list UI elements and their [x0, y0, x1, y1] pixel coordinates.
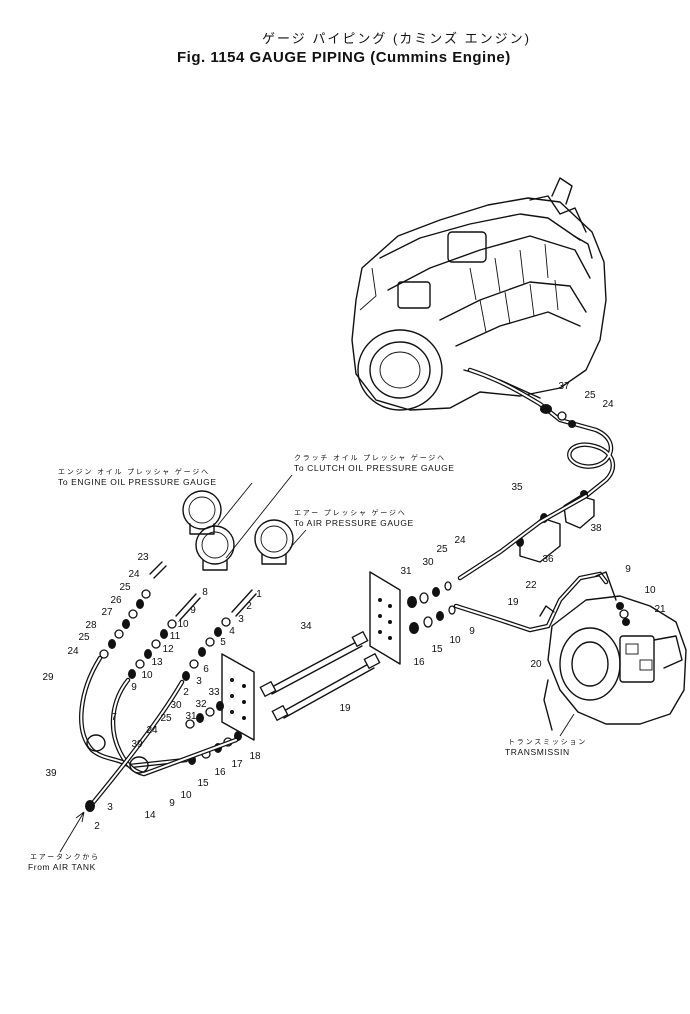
part-callout-8: 8 — [202, 587, 208, 598]
part-callout-17: 17 — [231, 759, 243, 770]
part-callout-19: 19 — [507, 597, 519, 608]
part-callout-2: 2 — [246, 601, 252, 612]
engine-oil-pipe — [467, 367, 615, 499]
left-fitting-stacks — [99, 561, 257, 681]
part-callout-15: 15 — [431, 644, 443, 655]
part-callout-9: 9 — [190, 605, 196, 616]
part-callout-33: 33 — [208, 687, 220, 698]
air-pressure-label-jp: エアー プレッシャ ゲージへ — [294, 508, 407, 517]
part-callout-39: 39 — [131, 739, 143, 750]
engine-oil-label: To ENGINE OIL PRESSURE GAUGE — [58, 477, 217, 487]
part-callout-24: 24 — [146, 725, 158, 736]
engine-drawing — [351, 177, 607, 411]
part-callout-37: 37 — [558, 381, 570, 392]
part-callout-18: 18 — [249, 751, 261, 762]
part-callout-25: 25 — [436, 544, 448, 555]
air-pressure-label: To AIR PRESSURE GAUGE — [294, 518, 414, 528]
part-callout-31: 31 — [185, 711, 197, 722]
part-callout-19: 19 — [339, 703, 351, 714]
part-callout-25: 25 — [78, 632, 90, 643]
part-callout-7: 7 — [111, 712, 117, 723]
transmission-leader — [559, 713, 575, 737]
part-callout-20: 20 — [530, 659, 542, 670]
clutch-oil-label-jp: クラッチ オイル プレッシャ ゲージへ — [294, 453, 446, 462]
air-tank-label-jp: エアータンクから — [30, 852, 100, 861]
air-pressure-leader — [289, 529, 307, 549]
part-callout-26: 26 — [110, 595, 122, 606]
part-callout-25: 25 — [584, 390, 596, 401]
engine-oil-label-jp: エンジン オイル プレッシャ ゲージへ — [58, 467, 210, 476]
part-callout-38: 38 — [590, 523, 602, 534]
part-callout-2: 2 — [183, 687, 189, 698]
air-tank-label: From AIR TANK — [28, 862, 96, 872]
part-callout-10: 10 — [644, 585, 656, 596]
clutch-oil-leader — [225, 474, 293, 559]
part-callout-2: 2 — [94, 821, 100, 832]
part-callout-23: 23 — [137, 552, 149, 563]
part-callout-11: 11 — [170, 631, 181, 642]
part-callout-30: 30 — [422, 557, 434, 568]
part-callout-28: 28 — [85, 620, 97, 631]
part-callout-36: 36 — [542, 554, 554, 565]
part-callout-24: 24 — [602, 399, 614, 410]
part-callout-13: 13 — [151, 657, 163, 668]
part-callout-15: 15 — [197, 778, 209, 789]
part-callout-10: 10 — [177, 619, 189, 630]
part-callout-10: 10 — [449, 635, 461, 646]
part-callout-21: 21 — [654, 604, 666, 615]
air-tank-arrow — [59, 811, 85, 853]
part-callout-29: 29 — [42, 672, 54, 683]
transmission-drawing — [543, 571, 687, 731]
pipe-bracket — [457, 490, 595, 581]
part-callout-22: 22 — [525, 580, 537, 591]
part-callout-12: 12 — [162, 644, 174, 655]
figure-title: Fig. 1154 GAUGE PIPING (Cummins Engine) — [177, 49, 511, 66]
long-pipes — [79, 655, 239, 812]
clutch-oil-label: To CLUTCH OIL PRESSURE GAUGE — [294, 463, 455, 473]
part-callout-3: 3 — [107, 802, 113, 813]
part-callout-16: 16 — [413, 657, 425, 668]
part-callout-24: 24 — [454, 535, 466, 546]
part-callout-25: 25 — [119, 582, 131, 593]
part-callout-10: 10 — [180, 790, 192, 801]
part-callout-24: 24 — [128, 569, 140, 580]
part-callout-39: 39 — [45, 768, 57, 779]
part-callout-9: 9 — [469, 626, 475, 637]
part-callout-27: 27 — [101, 607, 113, 618]
mounting-panel-right — [369, 571, 456, 665]
part-callout-9: 9 — [169, 798, 175, 809]
part-callout-25: 25 — [160, 713, 172, 724]
part-callout-3: 3 — [238, 614, 244, 625]
part-callout-35: 35 — [511, 482, 523, 493]
part-callout-24: 24 — [67, 646, 79, 657]
part-callout-32: 32 — [195, 699, 207, 710]
part-callout-3: 3 — [196, 676, 202, 687]
part-callout-9: 9 — [625, 564, 631, 575]
air-pressure-gauge — [254, 519, 294, 565]
title-japanese: ゲージ パイピング (カミンズ エンジン) — [262, 31, 531, 46]
part-callout-4: 4 — [229, 626, 235, 637]
part-callout-16: 16 — [214, 767, 226, 778]
part-callout-1: 1 — [256, 589, 262, 600]
engine-oil-leader — [217, 482, 253, 526]
part-callout-31: 31 — [400, 566, 412, 577]
engine-oil-pressure-gauge — [182, 490, 222, 535]
transmission-label: TRANSMISSIN — [505, 747, 570, 757]
transmission-pipe — [453, 571, 609, 633]
flexible-hoses — [259, 630, 381, 722]
part-callout-14: 14 — [144, 810, 156, 821]
part-callout-30: 30 — [170, 700, 182, 711]
transmission-label-jp: トランスミッション — [508, 738, 587, 746]
part-callout-6: 6 — [203, 664, 209, 675]
part-callout-34: 34 — [300, 621, 312, 632]
clutch-oil-pressure-gauge — [195, 525, 235, 571]
part-callout-5: 5 — [220, 637, 226, 648]
part-callout-9: 9 — [131, 682, 137, 693]
part-callout-10: 10 — [141, 670, 153, 681]
